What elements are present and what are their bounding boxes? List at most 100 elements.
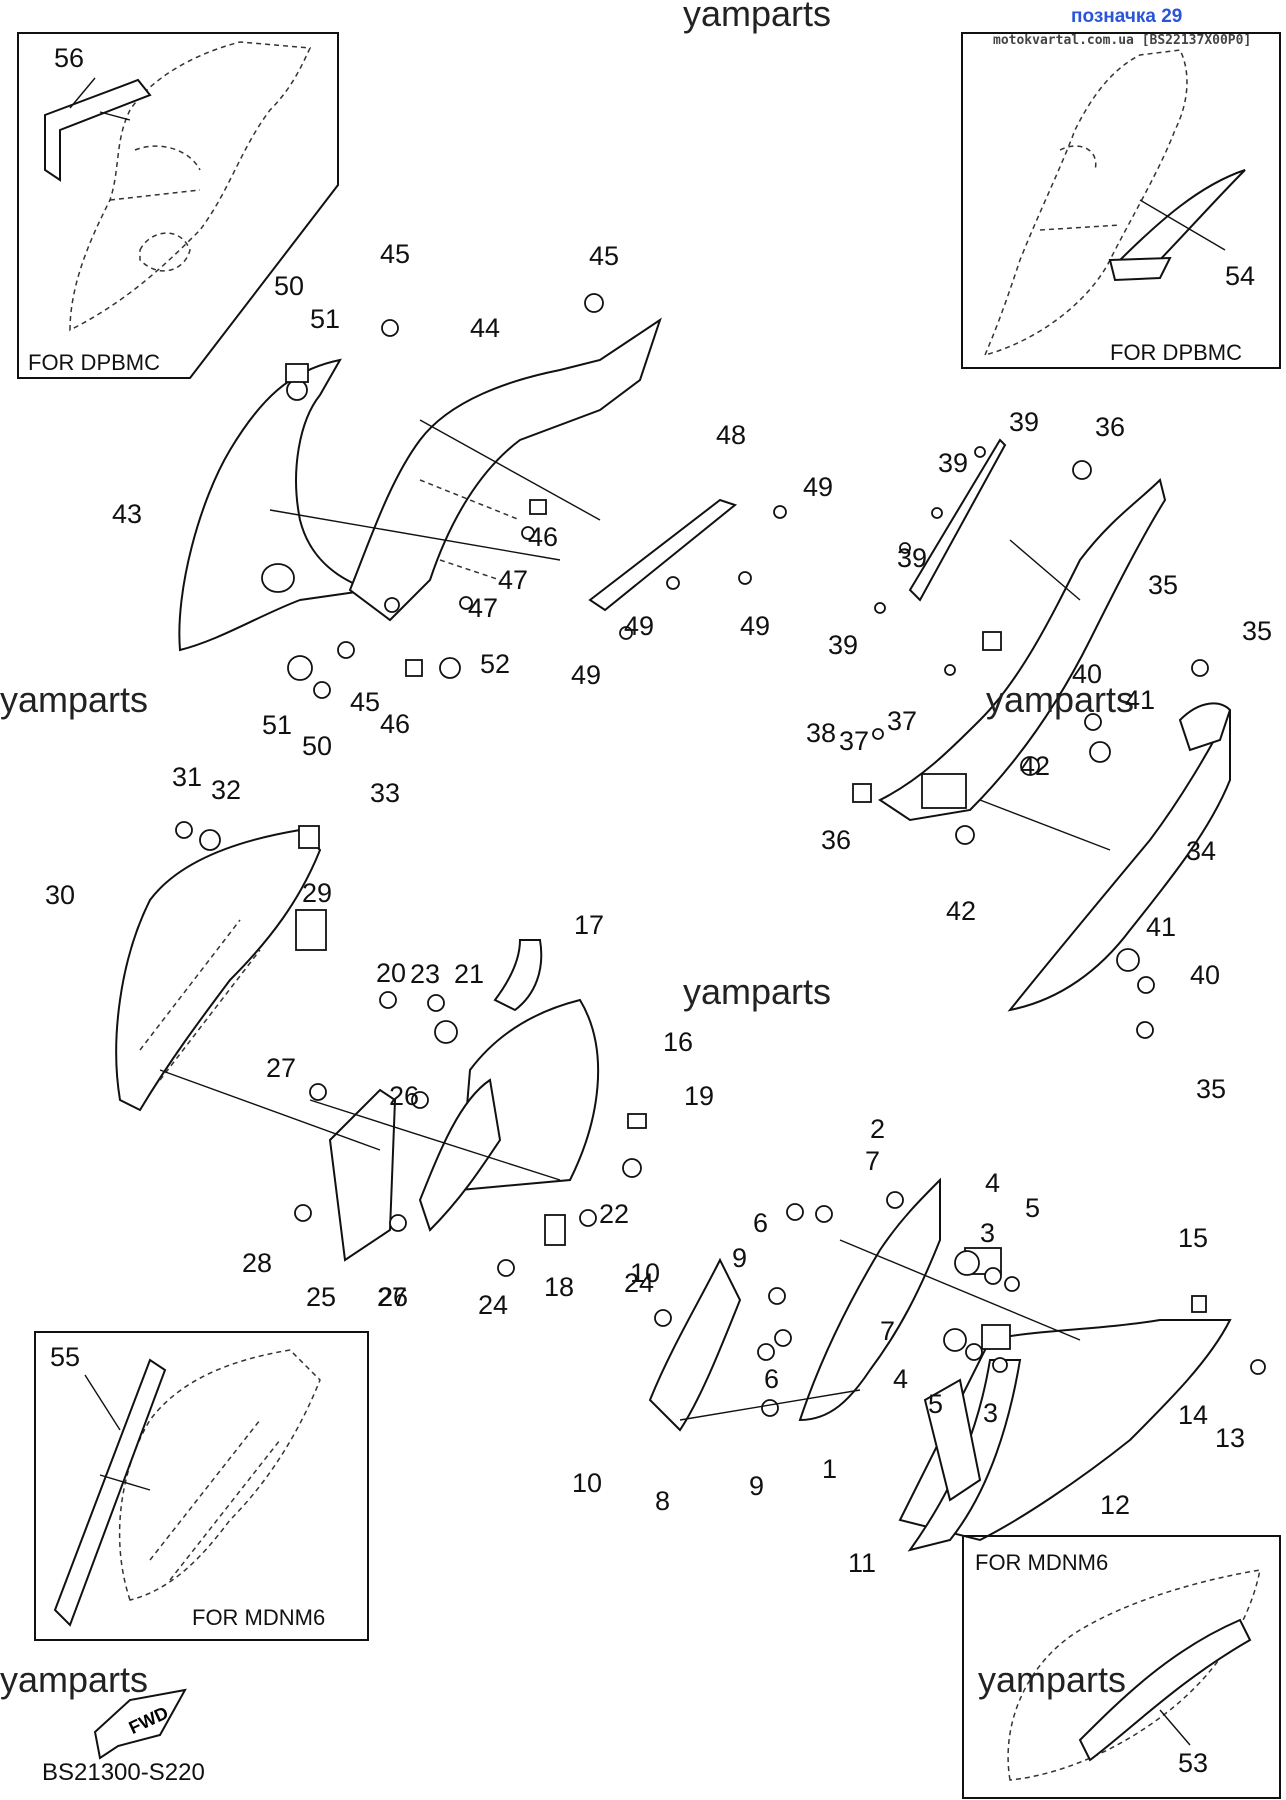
source-label: motokvartal.com.ua [BS22137X00P0] — [993, 33, 1251, 48]
inset-top-left: 56 FOR DPBMC — [17, 32, 339, 379]
inset-top-right: 54 FOR DPBMC — [961, 32, 1281, 369]
callout-50: 50 — [274, 271, 304, 301]
callout-16: 16 — [663, 1027, 693, 1057]
callout-24: 24 — [478, 1290, 508, 1320]
inset-bottom-left: 55 FOR MDNM6 — [34, 1331, 369, 1641]
callout-7: 7 — [865, 1146, 880, 1176]
callout-3: 3 — [983, 1398, 998, 1428]
callout-42: 42 — [1020, 751, 1050, 781]
callout-19: 19 — [684, 1081, 714, 1111]
reference-label: позначка 29 — [1071, 6, 1182, 27]
callout-21: 21 — [454, 959, 484, 989]
callout-47: 47 — [498, 565, 528, 595]
callout-41: 41 — [1125, 685, 1155, 715]
callout-32: 32 — [211, 775, 241, 805]
watermark-top: yamparts — [683, 0, 831, 34]
callout-39: 39 — [897, 543, 927, 573]
inset-bottom-right-label: FOR MDNM6 — [975, 1550, 1108, 1575]
callout-49: 49 — [803, 472, 833, 502]
watermark-right: yamparts — [986, 679, 1134, 720]
callout-8: 8 — [655, 1486, 670, 1516]
callout-27: 27 — [266, 1053, 296, 1083]
watermark-bottom-right: yamparts — [978, 1659, 1126, 1700]
callout-36: 36 — [821, 825, 851, 855]
callout-38: 38 — [806, 718, 836, 748]
callout-39: 39 — [938, 448, 968, 478]
callout-54: 54 — [1225, 261, 1255, 291]
callout-36: 36 — [1095, 412, 1125, 442]
callout-22: 22 — [599, 1199, 629, 1229]
watermark-left: yamparts — [0, 679, 148, 720]
callout-5: 5 — [1025, 1193, 1040, 1223]
callout-11: 11 — [848, 1548, 876, 1578]
callout-39: 39 — [1009, 407, 1039, 437]
callout-15: 15 — [1178, 1223, 1208, 1253]
callout-24: 24 — [624, 1268, 654, 1298]
callout-3: 3 — [980, 1218, 995, 1248]
callout-20: 20 — [376, 958, 406, 988]
callout-4: 4 — [985, 1168, 1000, 1198]
callout-14: 14 — [1178, 1400, 1208, 1430]
callout-43: 43 — [112, 499, 142, 529]
inset-top-right-label: FOR DPBMC — [1110, 340, 1242, 365]
callout-35: 35 — [1148, 570, 1178, 600]
inset-bottom-right: 53 FOR MDNM6 — [962, 1535, 1281, 1799]
callout-5: 5 — [928, 1389, 943, 1419]
callout-2: 2 — [870, 1114, 885, 1144]
callout-33: 33 — [370, 778, 400, 808]
callout-9: 9 — [749, 1471, 764, 1501]
callout-52: 52 — [480, 649, 510, 679]
callout-26: 26 — [389, 1081, 419, 1111]
callout-4: 4 — [893, 1364, 908, 1394]
callout-13: 13 — [1215, 1423, 1245, 1453]
callout-47: 47 — [468, 593, 498, 623]
callout-12: 12 — [1100, 1490, 1130, 1520]
callout-6: 6 — [753, 1208, 768, 1238]
callout-46: 46 — [380, 709, 410, 739]
callout-51: 51 — [310, 304, 340, 334]
callout-27: 27 — [377, 1282, 407, 1312]
diagram-code: BS21300-S220 — [42, 1759, 205, 1786]
callout-23: 23 — [410, 959, 440, 989]
callout-17: 17 — [574, 910, 604, 940]
callout-10: 10 — [630, 1258, 660, 1288]
callout-35: 35 — [1242, 616, 1272, 646]
callout-31: 31 — [172, 762, 202, 792]
callout-53: 53 — [1178, 1748, 1208, 1778]
callout-44: 44 — [470, 313, 500, 343]
callout-37: 37 — [839, 726, 869, 756]
callout-41: 41 — [1146, 912, 1176, 942]
callout-6: 6 — [764, 1364, 779, 1394]
assembly-upper-right — [852, 438, 1232, 1039]
callout-46: 46 — [528, 522, 558, 552]
callout-55: 55 — [50, 1342, 80, 1372]
assembly-middle-left — [115, 821, 647, 1277]
assembly-lower-right — [648, 1177, 1266, 1552]
callout-10: 10 — [572, 1468, 602, 1498]
callout-48: 48 — [716, 420, 746, 450]
watermark-bottom-left: yamparts — [0, 1659, 148, 1700]
callout-39: 39 — [828, 630, 858, 660]
callout-35: 35 — [1196, 1074, 1226, 1104]
callout-40: 40 — [1072, 659, 1102, 689]
callout-49: 49 — [571, 660, 601, 690]
callout-9: 9 — [732, 1243, 747, 1273]
callout-49: 49 — [624, 611, 654, 641]
callout-7: 7 — [880, 1316, 895, 1346]
inset-top-left-label: FOR DPBMC — [28, 350, 160, 375]
callout-28: 28 — [242, 1248, 272, 1278]
callout-50: 50 — [302, 731, 332, 761]
callout-25: 25 — [306, 1282, 336, 1312]
watermark-center: yamparts — [683, 971, 831, 1012]
callout-29: 29 — [302, 878, 332, 908]
fwd-arrow-icon: FWD — [93, 1688, 187, 1760]
assembly-upper-left — [178, 293, 787, 699]
callout-56: 56 — [54, 43, 84, 73]
callout-37: 37 — [887, 706, 917, 736]
callout-45: 45 — [380, 239, 410, 269]
callout-45: 45 — [350, 687, 380, 717]
callout-30: 30 — [45, 880, 75, 910]
callout-34: 34 — [1186, 836, 1216, 866]
callout-18: 18 — [544, 1272, 574, 1302]
